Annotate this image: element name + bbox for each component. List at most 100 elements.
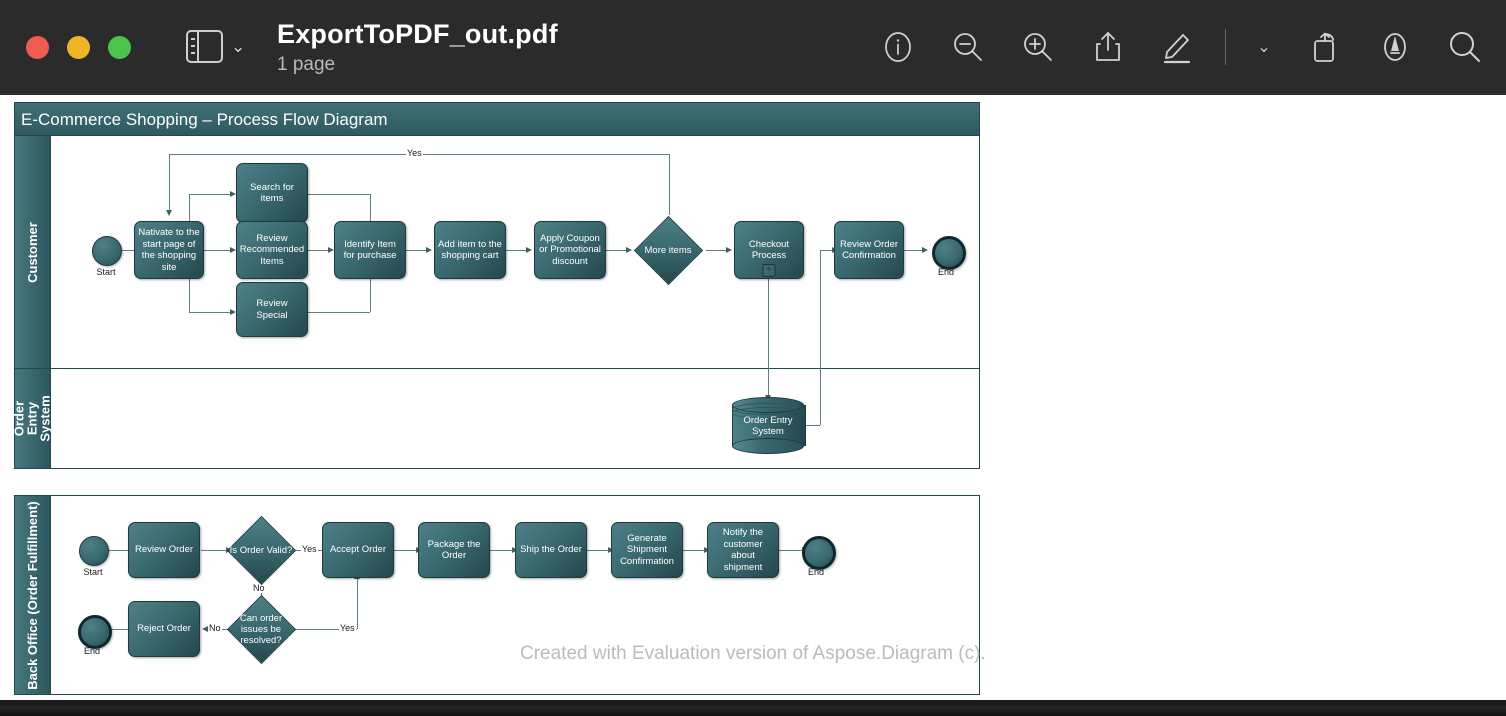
connector <box>606 250 628 251</box>
connector <box>308 194 370 195</box>
arrow-head <box>165 210 172 216</box>
start-label: Start <box>96 267 116 277</box>
info-icon[interactable] <box>875 24 921 70</box>
decision-label: More items <box>644 244 692 256</box>
task-apply-coupon[interactable]: Apply Coupon or Promotional discount <box>534 221 606 279</box>
task-navigate[interactable]: Nativate to the start page of the shoppi… <box>134 221 204 279</box>
connector <box>804 425 820 426</box>
connector <box>406 250 428 251</box>
arrow-head <box>726 246 732 253</box>
share-icon[interactable] <box>1085 24 1131 70</box>
task-review-order[interactable]: Review Order <box>128 522 200 578</box>
connector <box>506 250 528 251</box>
arrow-head <box>328 246 334 253</box>
diagram-ecommerce-shopping: E-Commerce Shopping – Process Flow Diagr… <box>12 102 980 470</box>
edge-label-yes: Yes <box>301 544 318 554</box>
start-label: Start <box>83 567 103 577</box>
sidebar-icon <box>186 30 223 63</box>
task-reject-order[interactable]: Reject Order <box>128 601 200 657</box>
rotate-icon[interactable] <box>1302 24 1348 70</box>
task-review-special[interactable]: Review Special <box>236 282 308 337</box>
end-label: End <box>937 267 954 277</box>
swimlane-label: Back Office (Order Fulfillment) <box>15 496 51 694</box>
close-button[interactable] <box>26 36 49 59</box>
start-event[interactable] <box>92 236 122 266</box>
connector <box>820 250 834 251</box>
edge-label-no: No <box>208 623 222 633</box>
connector <box>357 577 358 629</box>
connector <box>779 550 804 551</box>
end-label: End <box>83 646 100 656</box>
arrow-head <box>426 246 432 253</box>
connector <box>189 194 232 195</box>
arrow-head <box>230 246 236 253</box>
zoom-button[interactable] <box>108 36 131 59</box>
end-event[interactable] <box>78 615 112 649</box>
minimize-button[interactable] <box>67 36 90 59</box>
diagram-title: E-Commerce Shopping – Process Flow Diagr… <box>14 102 980 136</box>
end-event[interactable] <box>932 236 966 270</box>
arrow-head <box>526 246 532 253</box>
connector <box>904 250 926 251</box>
evaluation-watermark: Created with Evaluation version of Aspos… <box>520 643 986 664</box>
start-event[interactable] <box>79 536 109 566</box>
task-package-order[interactable]: Package the Order <box>418 522 490 578</box>
task-accept-order[interactable]: Accept Order <box>322 522 394 578</box>
connector <box>189 312 232 313</box>
end-label: End <box>807 567 824 577</box>
sidebar-toggle-button[interactable]: ⌄ <box>186 30 245 63</box>
zoom-out-icon[interactable] <box>945 24 991 70</box>
window-controls <box>26 36 131 59</box>
connector <box>107 550 135 551</box>
task-identify-item[interactable]: Identify Item for purchase <box>334 221 406 279</box>
connector <box>108 629 136 630</box>
decision-label: Can order issues be resolved? <box>239 612 283 646</box>
database-order-entry-system[interactable]: Order Entry System <box>732 397 806 454</box>
connector <box>189 250 190 312</box>
arrow-head <box>230 308 236 315</box>
swimlane-oes-label: Order Entry System <box>12 395 53 442</box>
markup-pen-icon[interactable] <box>1155 24 1201 70</box>
document-page-count: 1 page <box>277 54 336 75</box>
subprocess-plus-icon: + <box>762 264 776 277</box>
end-event[interactable] <box>802 536 836 570</box>
connector <box>490 550 514 551</box>
toolbar: ⌄ <box>875 24 1488 70</box>
connector <box>587 550 610 551</box>
task-review-order-confirmation[interactable]: Review Order Confirmation <box>834 221 904 279</box>
arrow-head <box>202 625 208 632</box>
swimlane-label: Customer <box>15 136 51 368</box>
task-notify-customer[interactable]: Notify the customer about shipment <box>707 522 779 578</box>
chevron-down-icon[interactable]: ⌄ <box>1257 39 1271 56</box>
decision-is-order-valid[interactable]: Is Order Valid? <box>226 515 296 585</box>
edge-label-no: No <box>252 583 266 593</box>
swimlane-customer: Customer <box>14 135 980 369</box>
connector <box>169 154 170 214</box>
task-checkout-process[interactable]: Checkout Process + <box>734 221 804 279</box>
arrow-head <box>922 246 928 253</box>
decision-more-items[interactable]: More items <box>633 215 703 285</box>
task-ship-order[interactable]: Ship the Order <box>515 522 587 578</box>
task-review-recommended[interactable]: Review Recommended Items <box>236 221 308 279</box>
search-icon[interactable] <box>1442 24 1488 70</box>
connector <box>706 250 728 251</box>
db-bottom <box>732 438 804 454</box>
task-search-for-items[interactable]: Search for items <box>236 163 308 223</box>
annotate-icon[interactable] <box>1372 24 1418 70</box>
zoom-in-icon[interactable] <box>1015 24 1061 70</box>
task-add-to-cart[interactable]: Add item to the shopping cart <box>434 221 506 279</box>
connector <box>370 194 371 226</box>
task-generate-shipment-confirmation[interactable]: Generate Shipment Confirmation <box>611 522 683 578</box>
database-label: Order Entry System <box>743 414 793 437</box>
dock-blur <box>0 706 1506 716</box>
connector <box>291 629 357 630</box>
connector <box>394 550 418 551</box>
decision-label: Is Order Valid? <box>229 544 293 556</box>
arrow-head <box>230 190 236 197</box>
chevron-down-icon[interactable]: ⌄ <box>231 37 246 56</box>
pdf-page[interactable]: E-Commerce Shopping – Process Flow Diagr… <box>0 95 1506 700</box>
swimlane-label: Order Entry System <box>12 369 53 468</box>
connector <box>683 550 706 551</box>
window-titlebar: ⌄ ExportToPDF_out.pdf 1 page <box>0 0 1506 95</box>
decision-can-issues-be-resolved[interactable]: Can order issues be resolved? <box>226 594 296 664</box>
